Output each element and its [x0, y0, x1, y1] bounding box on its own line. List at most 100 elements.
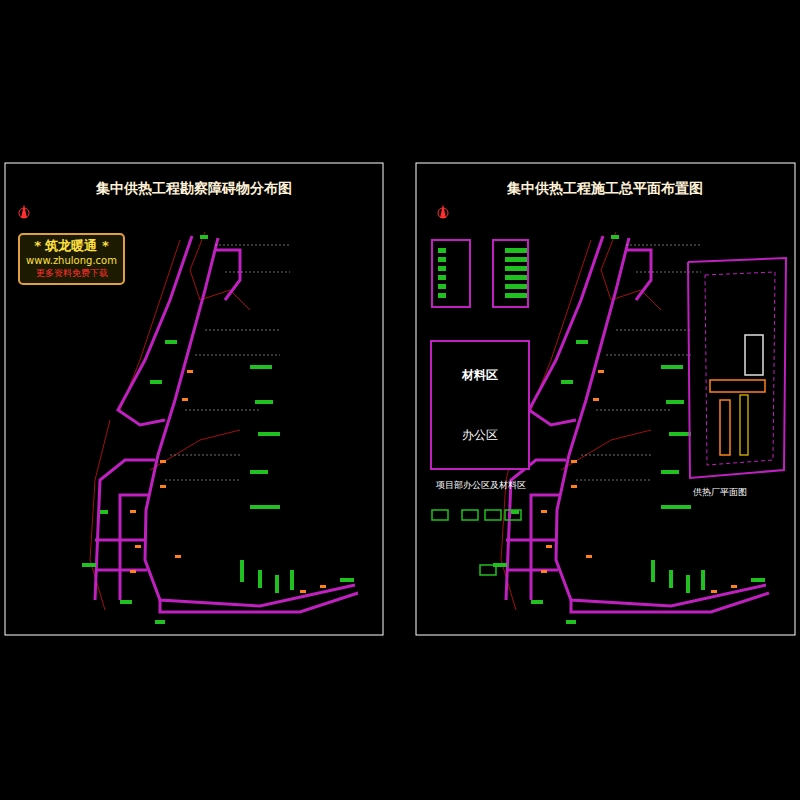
leader-line [185, 410, 260, 411]
route-map [82, 232, 358, 624]
obstacle-marker [571, 460, 577, 463]
room-marker [438, 293, 446, 298]
map-title: 集中供热工程勘察障碍物分布图 [96, 180, 292, 197]
green-marker [258, 432, 280, 436]
obstacle-marker [320, 585, 326, 588]
green-marker [240, 560, 244, 582]
plan-title: 集中供热工程施工总平面布置图 [507, 180, 703, 197]
road-line [160, 593, 358, 612]
obstacle-marker [160, 485, 166, 488]
node-text: 材料区 [462, 368, 498, 383]
green-marker [669, 570, 673, 588]
facility-box [432, 510, 448, 520]
room-marker [505, 266, 527, 271]
plant-building [710, 380, 765, 392]
green-marker [531, 600, 543, 604]
leader-line [205, 330, 280, 331]
room-marker [438, 275, 446, 280]
obstacle-marker [731, 585, 737, 588]
facility-box [462, 510, 478, 520]
road-line [118, 236, 192, 425]
green-marker [165, 340, 177, 344]
road-line [95, 569, 147, 572]
boundary-line [120, 240, 180, 410]
green-marker [250, 365, 272, 369]
plant-inner-boundary [705, 272, 775, 465]
green-marker [701, 570, 705, 590]
leader-line [636, 272, 701, 273]
room-marker [505, 275, 527, 280]
green-marker [290, 570, 294, 590]
boundary-line [190, 232, 250, 310]
green-marker [561, 380, 573, 384]
room-marker [505, 248, 527, 253]
leader-line [165, 480, 240, 481]
road-line [531, 495, 559, 600]
obstacle-marker [182, 398, 188, 401]
leader-line [576, 480, 651, 481]
area-caption: 供热厂平面图 [693, 487, 747, 498]
room-marker [438, 248, 446, 253]
obstacle-marker [187, 370, 193, 373]
node-text: 更多资料免费下载 [36, 268, 108, 279]
green-marker [258, 570, 262, 588]
obstacle-marker [571, 485, 577, 488]
road-line [145, 238, 355, 606]
north-arrow [438, 204, 448, 218]
boundary-line [601, 232, 661, 310]
obstacle-marker [711, 590, 717, 593]
building-box [432, 240, 470, 307]
obstacle-marker [160, 460, 166, 463]
leader-line [626, 245, 701, 246]
obstacle-marker [541, 570, 547, 573]
road-line [95, 539, 146, 542]
node-text: www.zhulong.com [26, 255, 117, 268]
plant-building [720, 400, 730, 455]
obstacle-marker [598, 370, 604, 373]
room-marker [438, 257, 446, 262]
green-marker [611, 235, 619, 239]
room-marker [505, 293, 527, 298]
green-marker [120, 600, 132, 604]
sheet-frame [416, 163, 795, 635]
obstacle-marker [541, 510, 547, 513]
leader-line [170, 455, 240, 456]
watermark-box: * 筑龙暖通 *www.zhulong.com更多资料免费下载 [18, 233, 125, 285]
green-marker [275, 575, 279, 593]
room-marker [438, 284, 446, 289]
road-line [95, 460, 155, 600]
green-marker [340, 578, 354, 582]
room-marker [438, 266, 446, 271]
green-marker [255, 400, 273, 404]
leader-line [616, 330, 691, 331]
green-marker [669, 432, 691, 436]
green-marker [661, 505, 691, 509]
green-marker [250, 470, 268, 474]
facility-box [505, 510, 521, 520]
plant-site-boundary [688, 258, 786, 478]
green-marker [686, 575, 690, 593]
road-line [626, 250, 651, 300]
north-arrow [19, 204, 29, 218]
green-marker [200, 235, 208, 239]
area-caption: 项目部办公区及材料区 [436, 480, 526, 491]
leader-line [581, 455, 651, 456]
leader-line [606, 355, 691, 356]
facility-box [480, 565, 496, 575]
route-map [493, 232, 769, 624]
road-line [529, 236, 603, 425]
building-box [493, 240, 528, 307]
green-marker [651, 560, 655, 582]
road-line [215, 250, 240, 300]
boundary-line [531, 240, 591, 410]
green-marker [250, 505, 280, 509]
room-marker [505, 284, 527, 289]
green-marker [576, 340, 588, 344]
green-marker [155, 620, 165, 624]
plant-building [740, 395, 748, 455]
facility-box [485, 510, 501, 520]
obstacle-marker [130, 510, 136, 513]
obstacle-marker [586, 555, 592, 558]
green-marker [666, 400, 684, 404]
